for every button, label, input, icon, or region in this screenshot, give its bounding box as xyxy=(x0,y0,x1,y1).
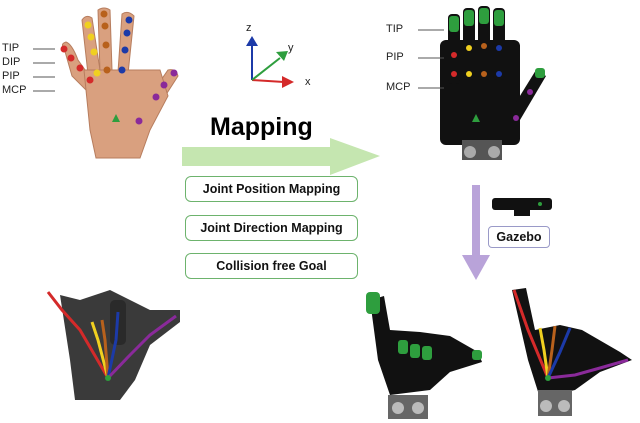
human-hand-image xyxy=(33,0,185,160)
mapping-arrow xyxy=(182,138,380,175)
human-label-tip: TIP xyxy=(2,42,20,54)
joint-position-mapping-box: Joint Position Mapping xyxy=(185,176,358,202)
mapping-title: Mapping xyxy=(210,113,313,141)
collision-free-goal-box: Collision free Goal xyxy=(185,253,358,279)
robot-simulation-image-1 xyxy=(366,292,482,419)
robot-hand-image xyxy=(418,6,546,160)
robot-label-mcp: MCP xyxy=(386,81,411,93)
robot-label-tip: TIP xyxy=(386,23,404,35)
simulation-arrow xyxy=(462,185,490,280)
coordinate-axes xyxy=(246,36,294,88)
axis-label-x: x xyxy=(305,76,311,88)
robot-label-pip: PIP xyxy=(386,51,404,63)
human-label-dip: DIP xyxy=(2,56,21,68)
depth-sensor-image xyxy=(492,198,552,216)
axis-label-z: z xyxy=(246,22,252,34)
human-skeleton-image xyxy=(46,290,180,400)
robot-simulation-image-2 xyxy=(512,288,632,416)
human-joint-dots xyxy=(60,10,178,125)
gazebo-label: Gazebo xyxy=(488,226,550,248)
human-label-mcp: MCP xyxy=(2,84,27,96)
human-label-pip: PIP xyxy=(2,70,20,82)
joint-direction-mapping-box: Joint Direction Mapping xyxy=(185,215,358,241)
axis-label-y: y xyxy=(288,42,294,54)
